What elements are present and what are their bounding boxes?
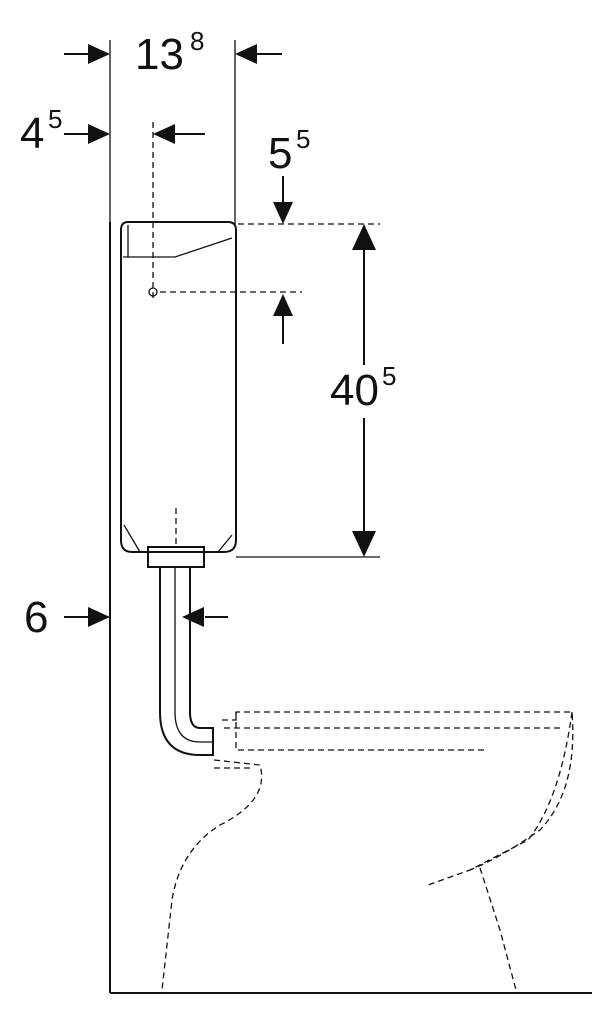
dim-offset-arrow-left [88,124,110,144]
dim-width-sup: 8 [190,26,204,56]
wc-foot-front [479,867,517,991]
dim-height-sup: 5 [382,361,396,391]
cistern-lid-line [123,237,233,258]
dim-height-arrow-top [352,224,376,250]
dim-top-arrow-up [273,294,293,316]
dim-top-label: 5 [268,129,292,178]
wc-trap-back [161,759,263,991]
outlet-connector [147,546,205,568]
dim-width-arrow-right [235,44,257,64]
dim-offset-sup: 5 [48,104,62,134]
dim-top-sup: 5 [296,124,310,154]
wc-bowl-rim [235,712,488,751]
dim-height-arrow-bottom [352,531,376,557]
flush-pipe-inner [174,567,213,743]
dim-height-label: 40 [330,366,379,415]
dim-gap-arrow-left [88,607,110,627]
wc-bowl-front [427,711,573,886]
dim-width-arrow-left [88,44,110,64]
wc-bowl-outline [222,711,574,871]
dim-gap-arrow-right [182,607,204,627]
cistern-body [120,221,237,553]
dim-width-label: 13 [135,30,184,79]
dim-top-arrow-down [273,202,293,224]
cistern-bottom-edge [123,524,141,553]
dim-gap-label: 6 [24,593,48,642]
flush-button-icon [148,287,158,297]
dim-offset-arrow-right [153,124,175,144]
cistern-bottom-edge-right [217,534,233,553]
dim-offset-label: 4 [20,109,44,158]
flush-pipe [159,567,214,756]
